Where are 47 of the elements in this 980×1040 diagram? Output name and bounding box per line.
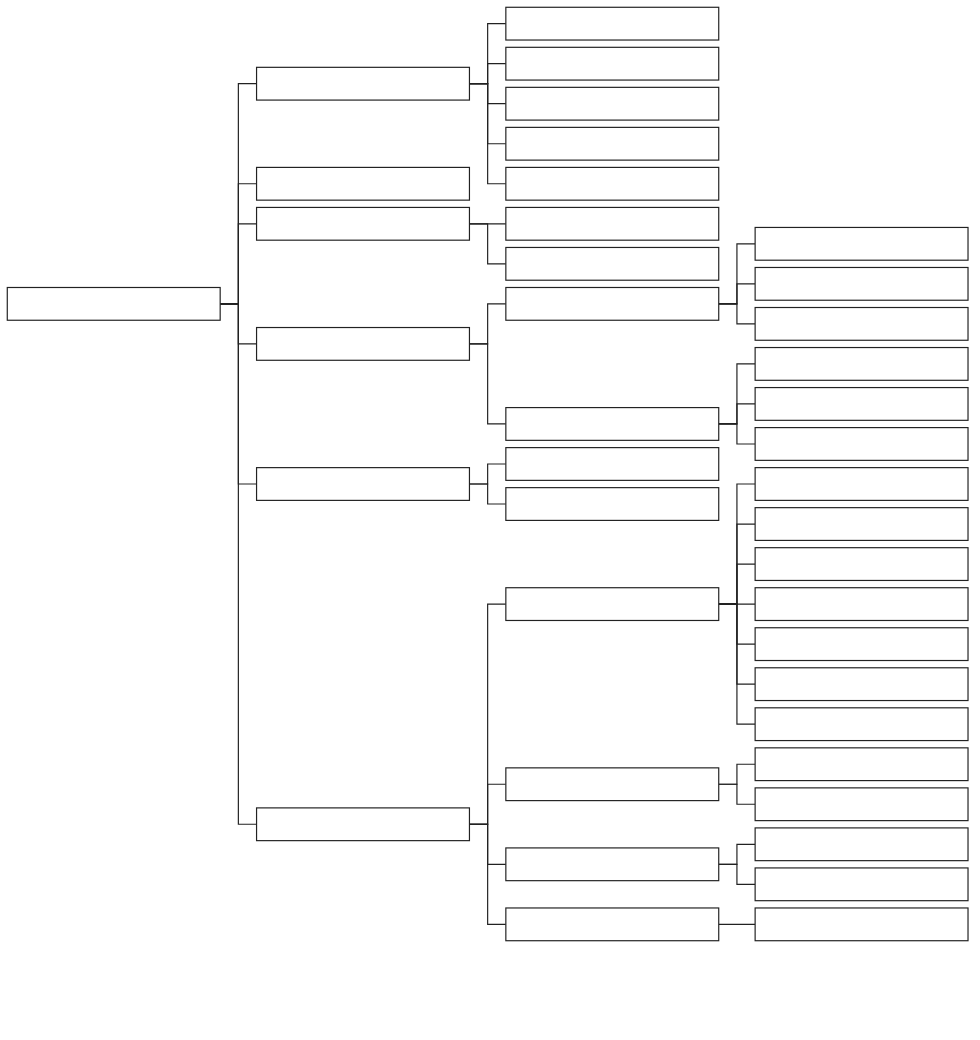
node-box: [255, 467, 471, 501]
node-box: [255, 166, 471, 201]
node-box: [754, 707, 969, 742]
node-box: [505, 487, 720, 521]
node-box: [754, 627, 969, 662]
node-box: [754, 547, 969, 582]
node-box: [754, 907, 969, 942]
node-box: [6, 286, 221, 321]
node-box: [505, 6, 720, 41]
connector: [718, 923, 756, 925]
node-box: [754, 266, 969, 301]
node-box: [505, 447, 720, 481]
node-box: [505, 206, 720, 241]
node-box: [255, 807, 471, 842]
node-box: [505, 407, 720, 441]
connector: [718, 863, 756, 885]
node-box: [754, 387, 969, 421]
connector: [718, 783, 756, 805]
node-box: [255, 66, 471, 101]
node-box: [505, 126, 720, 161]
node-box: [255, 326, 471, 361]
node-box: [754, 306, 969, 341]
node-box: [505, 907, 720, 942]
node-box: [505, 286, 720, 321]
node-box: [505, 46, 720, 81]
node-box: [754, 787, 969, 822]
node-box: [505, 166, 720, 201]
node-box: [754, 587, 969, 622]
node-box: [754, 867, 969, 902]
node-box: [505, 767, 720, 802]
node-box: [754, 747, 969, 782]
node-box: [754, 827, 969, 862]
node-box: [754, 427, 969, 461]
connector: [718, 423, 756, 445]
connector: [219, 303, 258, 825]
node-box: [754, 667, 969, 702]
connector: [718, 303, 756, 325]
connector: [718, 603, 756, 725]
node-box: [255, 206, 471, 241]
node-box: [505, 246, 720, 281]
node-box: [754, 467, 969, 501]
node-box: [754, 346, 969, 381]
node-box: [505, 587, 720, 622]
node-box: [505, 86, 720, 121]
node-box: [505, 847, 720, 882]
node-box: [754, 226, 969, 261]
node-box: [754, 507, 969, 541]
